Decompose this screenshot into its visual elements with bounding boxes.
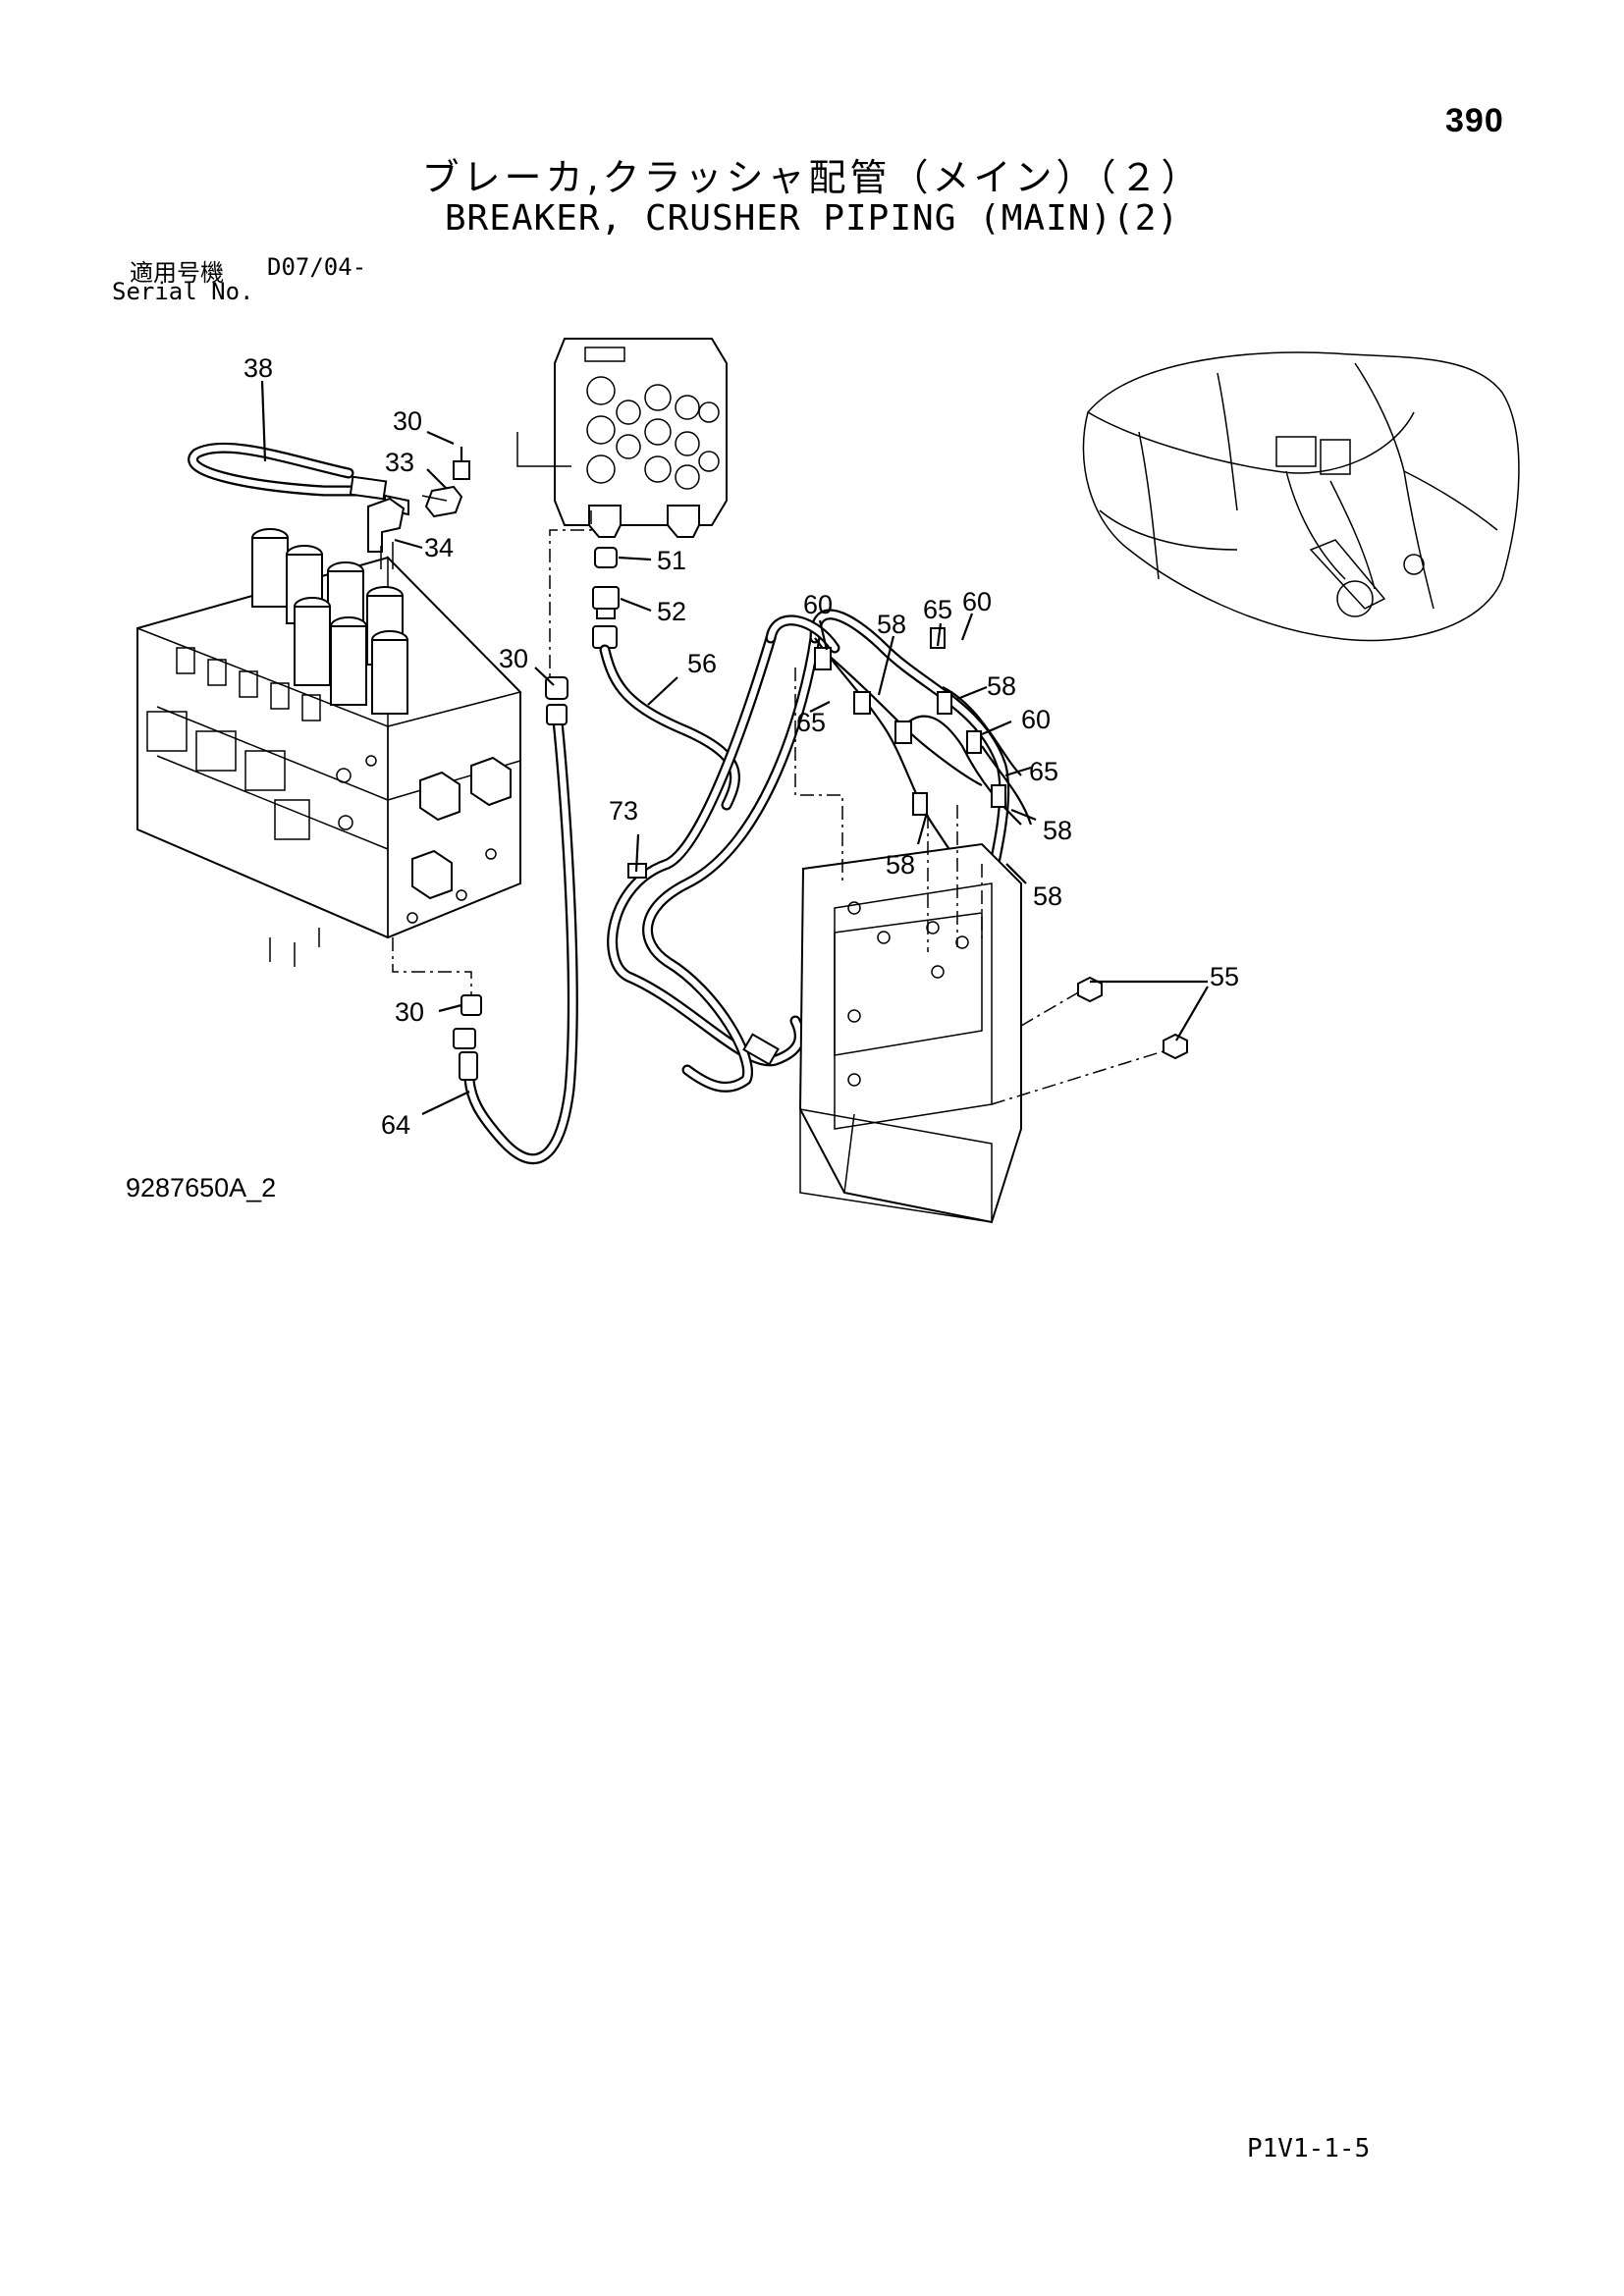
page-title-english: BREAKER, CRUSHER PIPING (MAIN)(2) [444,198,1180,239]
callout-52: 52 [657,597,686,626]
callout-58-e: 58 [1033,881,1062,911]
leader-lines [260,380,1209,1115]
callout-58-a: 58 [877,610,906,639]
hose-38-assembly [188,442,470,569]
callout-60-a: 60 [803,590,833,619]
callout-30-a: 30 [393,406,422,436]
callout-51: 51 [657,546,686,575]
callout-60-c: 60 [1021,705,1051,734]
callout-58-d: 58 [886,850,915,880]
callout-34: 34 [424,533,454,562]
fittings-51-52 [592,547,620,649]
callout-labels: 38 30 33 34 30 51 52 56 60 58 65 60 58 6… [244,353,1239,1140]
callout-65-c: 65 [1029,757,1058,786]
callout-58-c: 58 [1043,816,1072,845]
page-number: 390 [1445,102,1504,139]
callout-30-c: 30 [395,997,424,1027]
control-valve-assembly [136,528,522,967]
callout-65-a: 65 [923,595,952,624]
bolts-55 [1077,976,1188,1060]
serial-label-japanese: 適用号機 [130,259,224,287]
callout-30-b: 30 [499,644,528,673]
callout-60-b: 60 [962,587,992,616]
callout-55: 55 [1210,962,1239,991]
callout-56: 56 [687,649,717,678]
callout-73: 73 [609,796,638,826]
callout-58-b: 58 [987,671,1016,701]
serial-code: D07/04- [267,253,367,281]
callout-64: 64 [381,1110,410,1140]
page-title-japanese: ブレーカ,クラッシャ配管（メイン）（２） [421,156,1203,199]
callout-65-b: 65 [796,708,826,737]
callout-33: 33 [385,448,414,477]
callout-38: 38 [244,353,273,383]
mounting-bracket [798,842,1022,1224]
pilot-valve-block [516,338,728,538]
page-footer-code: P1V1-1-5 [1247,2134,1371,2163]
wire-harness [814,627,1033,855]
center-lines [392,510,1167,1105]
serial-label-english: Serial No. [112,278,254,305]
machine-overview [1082,351,1520,642]
drawing-number: 9287650A_2 [126,1173,277,1202]
